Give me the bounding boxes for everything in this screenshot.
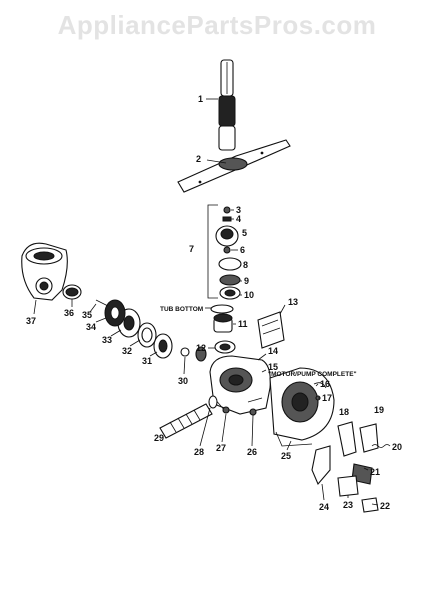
- leader-lines: [33, 98, 379, 506]
- part-clip-22: [361, 497, 379, 513]
- part-stack-upper: [215, 206, 239, 254]
- callout-28: 28: [194, 447, 204, 457]
- callout-9: 9: [244, 276, 249, 286]
- part-hose-29: [159, 403, 213, 439]
- caption-tub-bottom: TUB BOTTOM: [160, 306, 203, 313]
- callout-13: 13: [288, 297, 298, 307]
- part-spring-20: [371, 444, 391, 448]
- callout-24: 24: [319, 502, 329, 512]
- part-tub-gasket: [210, 304, 234, 314]
- part-screw-26: [249, 408, 257, 416]
- callout-numbers: 1 2 3 4 5 6 7 8 9 10 11 12 13 14 15 16 1…: [26, 94, 402, 512]
- callout-27: 27: [216, 443, 226, 453]
- part-washer-27: [222, 406, 230, 414]
- callout-1: 1: [198, 94, 203, 104]
- part-housing-11: [213, 313, 233, 333]
- callout-6: 6: [240, 245, 245, 255]
- callout-19: 19: [374, 405, 384, 415]
- callout-10: 10: [244, 290, 254, 300]
- callout-8: 8: [243, 260, 248, 270]
- callout-29: 29: [154, 433, 164, 443]
- part-coupling-28: [208, 395, 218, 409]
- part-pin-35: [95, 299, 109, 307]
- part-seal-12: [214, 340, 236, 354]
- callout-17: 17: [322, 393, 332, 403]
- part-hub: [219, 274, 241, 300]
- callout-30: 30: [178, 376, 188, 386]
- callout-15: 15: [268, 362, 278, 372]
- callout-20: 20: [392, 442, 402, 452]
- part-relay-21: [351, 463, 373, 485]
- part-bracket-24: [311, 445, 331, 486]
- callout-32: 32: [122, 346, 132, 356]
- callout-25: 25: [281, 451, 291, 461]
- callout-14: 14: [268, 346, 278, 356]
- bracket-7: [207, 204, 218, 299]
- callout-31: 31: [142, 356, 152, 366]
- callout-16: 16: [320, 379, 330, 389]
- callout-7: 7: [189, 244, 194, 254]
- callout-34: 34: [86, 322, 96, 332]
- part-bracket-19: [359, 423, 379, 453]
- callout-36: 36: [64, 308, 74, 318]
- part-ring-8: [218, 257, 242, 271]
- callout-37: 37: [26, 316, 36, 326]
- part-spacer-30: [180, 346, 207, 362]
- watermark: AppliancePartsPros.com: [57, 10, 377, 40]
- part-inlet-housing-37: [21, 242, 68, 301]
- callout-33: 33: [102, 335, 112, 345]
- callout-12: 12: [196, 343, 206, 353]
- part-impeller-31: [153, 333, 173, 359]
- callout-21: 21: [370, 467, 380, 477]
- part-pump-body: [209, 355, 271, 415]
- part-spray-tube: [218, 59, 236, 151]
- callout-4: 4: [236, 214, 241, 224]
- part-cap-23: [337, 475, 359, 497]
- part-bracket-18: [337, 421, 357, 457]
- callout-35: 35: [82, 310, 92, 320]
- callout-23: 23: [343, 500, 353, 510]
- part-clamp-36: [62, 284, 82, 300]
- part-guard-13: [257, 311, 285, 349]
- callout-26: 26: [247, 447, 257, 457]
- callout-18: 18: [339, 407, 349, 417]
- callout-3: 3: [236, 205, 241, 215]
- callout-11: 11: [238, 319, 248, 329]
- part-spray-arm: [177, 139, 291, 193]
- callout-2: 2: [196, 154, 201, 164]
- caption-motor-pump-complete: "MOTOR/PUMP COMPLETE": [268, 371, 357, 378]
- part-ring-32: [137, 322, 157, 348]
- callout-5: 5: [242, 228, 247, 238]
- callout-22: 22: [380, 501, 390, 511]
- part-motor: [269, 367, 335, 447]
- part-gear-34: [104, 299, 126, 327]
